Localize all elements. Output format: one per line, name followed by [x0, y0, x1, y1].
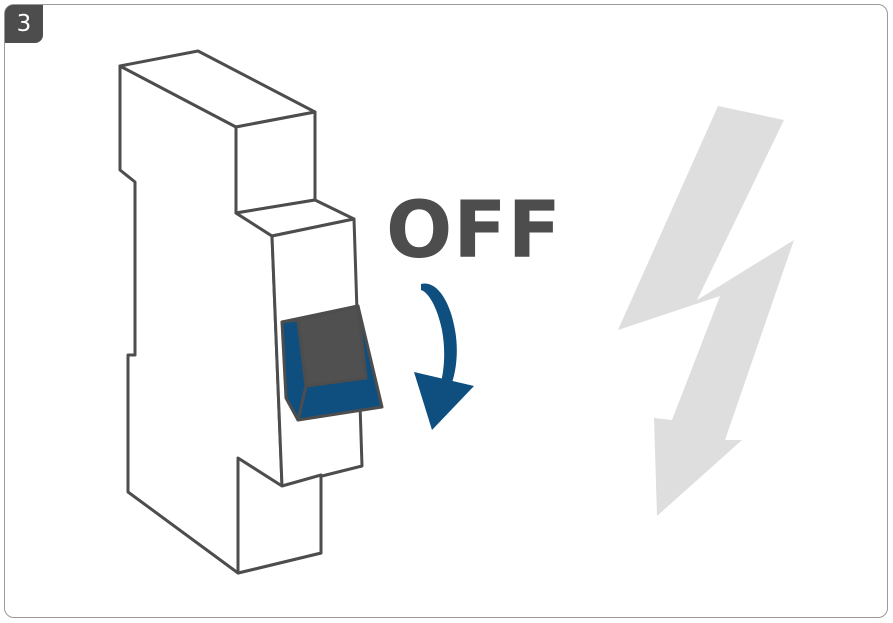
off-label: OFF [386, 186, 562, 276]
lightning-bolt-icon [618, 106, 794, 516]
step-number-badge: 3 [5, 5, 43, 43]
circuit-breaker-icon [118, 49, 364, 575]
breaker-lever [280, 304, 384, 422]
curved-arrow-down-icon [414, 283, 474, 430]
